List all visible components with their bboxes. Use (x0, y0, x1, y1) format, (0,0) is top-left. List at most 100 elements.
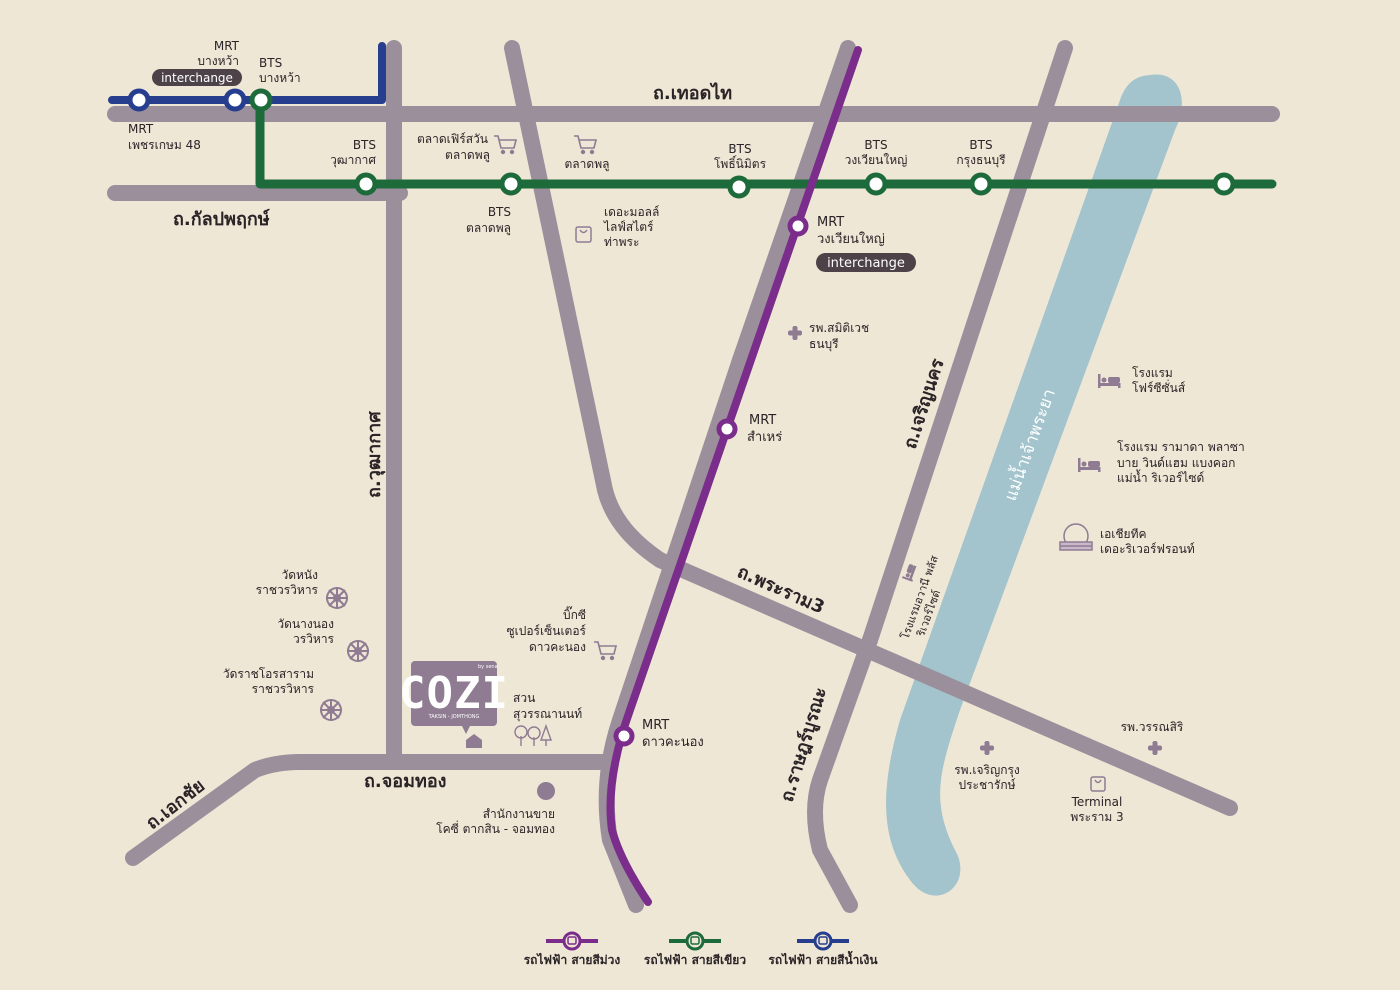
bed-icon (1098, 374, 1121, 388)
cozi-logo-box (411, 661, 497, 726)
station-bts-wongwian-yai[interactable] (864, 172, 888, 196)
place-ramada-2: บาย วินด์แฮม แบงคอก (1117, 456, 1235, 470)
place-samitivej-2: ธนบุรี (809, 337, 839, 352)
cozi-logo-brand: COZI (399, 668, 509, 719)
bts-krung-thon-buri-label-2: กรุงธนบุรี (956, 153, 1006, 168)
station-bts-end[interactable] (1212, 172, 1236, 196)
hospital-cross-icon (980, 741, 994, 755)
road-label-thoet-thai: ถ.เทอดไท (653, 82, 732, 104)
mrt-bang-wa-label-2: บางหว้า (197, 54, 239, 68)
interchange-pill-bang-wa (152, 69, 242, 86)
place-wat-nang-2: ราชวรวิหาร (256, 583, 319, 597)
bed-icon (1078, 458, 1101, 472)
blue-line (108, 42, 386, 104)
cart-icon (494, 135, 518, 155)
station-bts-talat-phlu[interactable] (499, 172, 523, 196)
legend-green-label: รถไฟฟ้า สายสีเขียว (644, 952, 746, 967)
station-mrt-bang-wa[interactable] (223, 88, 247, 112)
place-talat-phlu-fair-1: ตลาดเฟิร์สวัน (417, 132, 488, 146)
place-asiatique-2: เดอะริเวอร์ฟรอนท์ (1100, 542, 1195, 556)
place-big-c-3: ดาวคะนอง (529, 640, 586, 654)
cozi-logo-by: by sena (478, 664, 498, 670)
interchange-label-bang-wa: interchange (161, 71, 233, 85)
roads (107, 40, 1280, 913)
shopping-bag-icon (575, 226, 592, 243)
hospital-cross-icon (788, 326, 802, 340)
road-rama3 (652, 552, 1238, 816)
bts-wongwian-yai-label-1: BTS (864, 138, 887, 152)
place-four-seasons-1: โรงแรม (1132, 366, 1173, 380)
place-big-c-2: ซูเปอร์เซ็นเตอร์ (506, 623, 586, 639)
station-mrt-wongwian-yai[interactable] (787, 215, 809, 237)
cart-icon (594, 641, 618, 661)
mrt-wongwian-yai-label-2: วงเวียนใหญ่ (817, 231, 885, 247)
place-wat-nang-nong-1: วัดนางนอง (277, 617, 334, 631)
place-talat-phlu: ตลาดพลู (565, 157, 610, 172)
bts-pho-nimit-label-1: BTS (728, 142, 751, 156)
ferris-wheel-icon (1059, 523, 1093, 551)
dharma-wheel-icon (347, 640, 369, 662)
place-sales-office-2: โคซี่ ตากสิน - จอมทอง (436, 820, 555, 836)
mrt-wongwian-yai-label-1: MRT (817, 215, 844, 230)
cozi-project-marker[interactable]: by sena COZI TAKSIN - JOMTHONG (399, 661, 509, 748)
bts-talat-phlu-label-2: ตลาดพลู (466, 221, 511, 236)
stations (127, 88, 1236, 747)
bts-bang-wa-label-1: BTS (259, 56, 282, 70)
bts-wutthakat-label-1: BTS (353, 138, 376, 152)
trees-icon (514, 723, 552, 746)
road-label-chom-thong: ถ.จอมทอง (364, 771, 446, 792)
mrt-phetkasem48-label-1: MRT (128, 122, 154, 136)
dharma-wheel-icon (326, 587, 348, 609)
legend-purple-label: รถไฟฟ้า สายสีม่วง (524, 952, 621, 967)
legend: รถไฟฟ้า สายสีม่วง รถไฟฟ้า สายสีเขียว รถไ… (524, 931, 878, 967)
station-bts-wutthakat[interactable] (354, 172, 378, 196)
road-ratchadaphisek (807, 632, 878, 913)
interchange-label-wongwian-yai: interchange (827, 256, 905, 271)
place-asiatique-1: เอเชียทีค (1100, 527, 1147, 541)
station-mrt-phetkasem48[interactable] (127, 88, 151, 112)
mrt-samre-label-2: สำเหร่ (747, 430, 782, 445)
station-mrt-samre[interactable] (716, 418, 738, 440)
place-samitivej-1: รพ.สมิติเวช (809, 321, 869, 335)
station-bts-bang-wa[interactable] (249, 88, 273, 112)
train-icon (567, 936, 577, 945)
place-charoen-krung-hosp-2: ประชารักษ์ (958, 778, 1015, 792)
place-talat-phlu-fair-2: ตลาดพลู (445, 148, 490, 163)
place-wat-nang-nong-2: วรวิหาร (293, 632, 335, 646)
place-charoen-krung-hosp-1: รพ.เจริญกรุง (954, 763, 1020, 778)
mrt-phetkasem48-label-2: เพชรเกษม 48 (128, 138, 201, 152)
mrt-dao-khanong-label-1: MRT (642, 718, 669, 733)
place-park-2: สุวรรณานนท์ (513, 707, 582, 722)
mrt-bang-wa-label-1: MRT (214, 39, 240, 53)
shopping-bag-icon (1090, 776, 1106, 792)
station-bts-pho-nimit[interactable] (727, 175, 751, 199)
bts-krung-thon-buri-label-1: BTS (969, 138, 992, 152)
road-chom-thong (125, 754, 618, 866)
bts-wutthakat-label-2: วุฒากาศ (330, 153, 376, 168)
home-icon (466, 734, 482, 748)
place-ramada-1: โรงแรม รามาดา พลาซา (1117, 440, 1245, 454)
bts-bang-wa-label-2: บางหว้า (259, 71, 301, 85)
legend-green: รถไฟฟ้า สายสีเขียว (644, 931, 746, 967)
legend-blue-label: รถไฟฟ้า สายสีน้ำเงิน (768, 950, 878, 967)
station-bts-krung-thon-buri[interactable] (969, 172, 993, 196)
sales-office-dot-icon[interactable] (537, 782, 555, 800)
train-icon (818, 936, 828, 945)
hospital-cross-icon (1148, 741, 1162, 755)
place-sales-office-1: สำนักงานขาย (483, 807, 555, 821)
cozi-logo-pointer (462, 726, 470, 734)
station-mrt-dao-khanong[interactable] (613, 725, 635, 747)
cozi-logo-sub: TAKSIN - JOMTHONG (428, 714, 480, 720)
place-ramada-3: แม่น้ำ ริเวอร์ไซด์ (1117, 469, 1204, 485)
place-wat-ratchaorasaram-1: วัดราชโอรสาราม (223, 667, 314, 681)
place-wat-ratchaorasaram-2: ราชวรวิหาร (252, 682, 315, 696)
interchange-pill-wongwian-yai (816, 253, 916, 272)
green-line (255, 95, 1277, 189)
mrt-samre-label-1: MRT (749, 413, 776, 428)
place-the-mall-3: ท่าพระ (604, 235, 639, 249)
dharma-wheel-icon (320, 699, 342, 721)
place-the-mall-2: ไลฟ์สไตร์ (603, 220, 654, 234)
legend-blue: รถไฟฟ้า สายสีน้ำเงิน (768, 931, 878, 967)
place-wat-nang-1: วัดหนัง (281, 568, 318, 582)
